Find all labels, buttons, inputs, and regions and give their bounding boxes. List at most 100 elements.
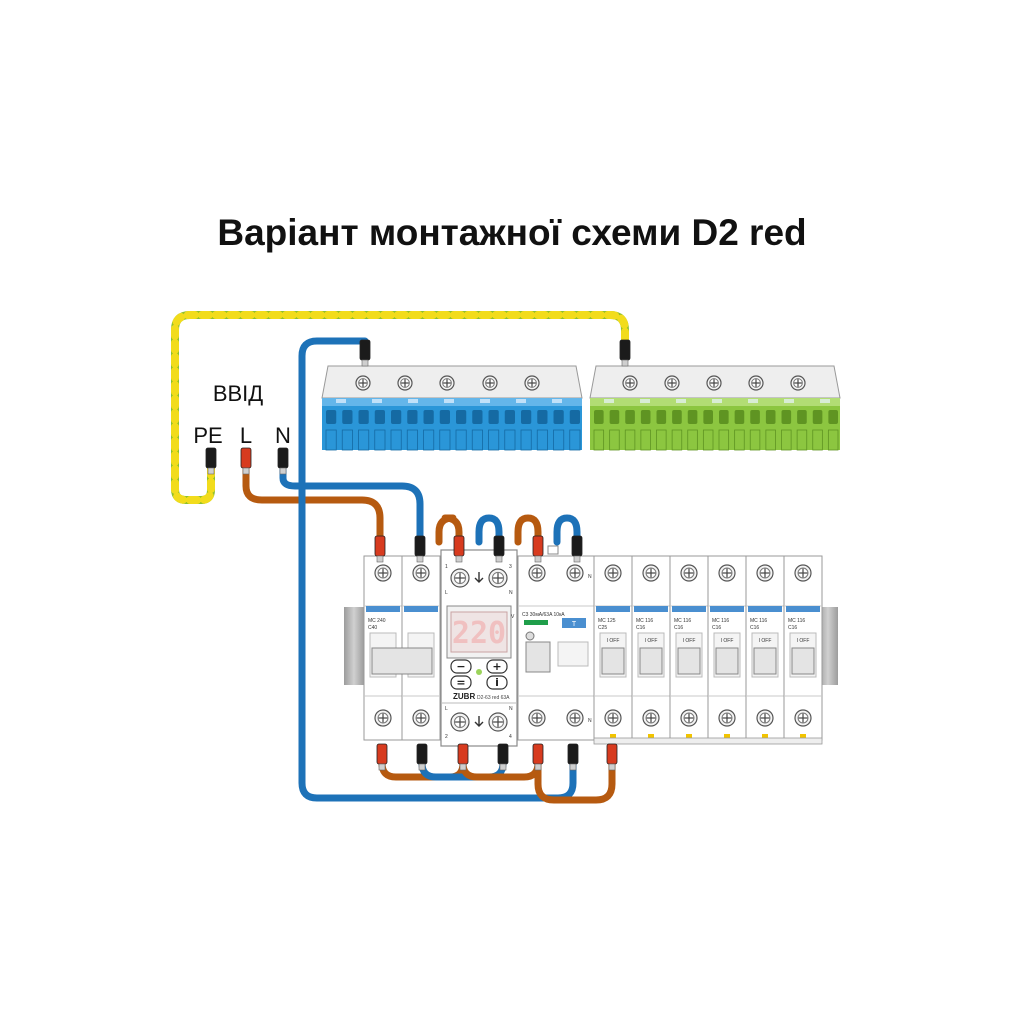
page-title: Варіант монтажної схеми D2 red — [217, 212, 807, 253]
bottom-terminal-screw-icon[interactable] — [412, 709, 430, 727]
bottom-terminal-screw-icon[interactable] — [794, 709, 812, 727]
breaker-lever[interactable] — [753, 647, 777, 675]
label-band — [786, 606, 820, 612]
rcd-top-clip — [547, 545, 559, 555]
pe-bus-terminal-slot[interactable] — [703, 410, 713, 424]
pe-bus-terminal-slot[interactable] — [672, 410, 682, 424]
rcd-lever[interactable] — [525, 641, 551, 673]
pe-bus-screw-icon[interactable] — [790, 375, 806, 391]
bottom-terminal-screw-icon[interactable] — [642, 709, 660, 727]
pe-bus-terminal-slot[interactable] — [750, 410, 760, 424]
pe-bus-screw-icon[interactable] — [748, 375, 764, 391]
n-bus-screw-icon[interactable] — [397, 375, 413, 391]
n-bus-terminal-tooth — [423, 429, 435, 451]
breaker-rating: C16 — [636, 625, 645, 631]
n-bus-screw-icon[interactable] — [482, 375, 498, 391]
relay-terminal-2-screw-icon[interactable] — [450, 712, 470, 732]
n-bus-terminal-tooth — [406, 429, 418, 451]
relay-terminal-4-screw-icon[interactable] — [488, 712, 508, 732]
breaker-lever[interactable] — [639, 647, 663, 675]
main-breaker-name: MC 240 — [368, 618, 386, 624]
breaker-lever[interactable] — [791, 647, 815, 675]
rcd-test-button[interactable] — [525, 631, 535, 641]
rcd-top-n-screw-icon[interactable] — [566, 564, 584, 582]
top-terminal-screw-icon[interactable] — [604, 564, 622, 582]
n-bus-terminal-slot[interactable] — [391, 410, 402, 424]
pe-bus-screw-icon[interactable] — [622, 375, 638, 391]
top-terminal-screw-icon[interactable] — [756, 564, 774, 582]
top-terminal-screw-icon[interactable] — [718, 564, 736, 582]
n-bus-terminal-slot[interactable] — [374, 410, 385, 424]
pe-bus-terminal-slot[interactable] — [594, 410, 604, 424]
bottom-terminal-screw-icon[interactable] — [756, 709, 774, 727]
pe-bus-terminal-slot[interactable] — [781, 410, 792, 424]
n-bus-terminal-slot[interactable] — [488, 410, 499, 424]
n-bus-terminal-slot[interactable] — [423, 410, 434, 424]
n-bus-terminal-slot[interactable] — [569, 410, 580, 424]
switch-status: I OFF — [721, 638, 734, 644]
n-bus-screw-icon[interactable] — [355, 375, 371, 391]
top-terminal-screw-icon[interactable] — [412, 564, 430, 582]
n-bus-terminal-tooth — [553, 429, 565, 451]
n-bus-terminal-slot[interactable] — [553, 410, 564, 424]
rcd-bottom-n-screw-icon[interactable] — [566, 709, 584, 727]
relay-terminal-1-screw-icon[interactable] — [450, 568, 470, 588]
relay-terminal-3-screw-icon[interactable] — [488, 568, 508, 588]
n-bus-screw-icon[interactable] — [439, 375, 455, 391]
n-bus-mark — [336, 399, 346, 403]
minus-button[interactable]: − — [450, 659, 472, 674]
n-bus-terminal-slot[interactable] — [472, 410, 483, 424]
pe-bus-terminal-slot[interactable] — [765, 410, 776, 424]
bottom-terminal-screw-icon[interactable] — [604, 709, 622, 727]
bottom-ferrule-7 — [606, 743, 618, 771]
n-bus-terminal-slot[interactable] — [504, 410, 515, 424]
bottom-terminal-screw-icon[interactable] — [374, 709, 392, 727]
top-terminal-screw-icon[interactable] — [642, 564, 660, 582]
info-button[interactable]: i — [486, 675, 508, 690]
relay-brand: ZUBR — [453, 692, 475, 701]
din-rail-left — [344, 607, 364, 685]
pe-bus-terminal-slot[interactable] — [687, 410, 698, 424]
label-band — [710, 606, 744, 612]
pe-bus-mark — [604, 399, 614, 403]
pe-bus-terminal-slot[interactable] — [812, 410, 823, 424]
breaker-lever[interactable] — [677, 647, 701, 675]
n-bus-terminal-slot[interactable] — [407, 410, 418, 424]
pe-bus-terminal-slot[interactable] — [640, 410, 651, 424]
bottom-terminal-screw-icon[interactable] — [680, 709, 698, 727]
rcd-top-l-screw-icon[interactable] — [528, 564, 546, 582]
top-terminal-screw-icon[interactable] — [374, 564, 392, 582]
n-bus-terminal-slot[interactable] — [456, 410, 467, 424]
n-bus-terminal-tooth — [520, 429, 532, 451]
n-bus-terminal-slot[interactable] — [326, 410, 337, 424]
bottom-terminal-screw-icon[interactable] — [718, 709, 736, 727]
breaker-lever[interactable] — [715, 647, 739, 675]
breaker-lever[interactable] — [601, 647, 625, 675]
pe-bus-terminal-slot[interactable] — [625, 410, 635, 424]
top-terminal-screw-icon[interactable] — [680, 564, 698, 582]
pe-bus-terminal-slot[interactable] — [719, 410, 729, 424]
rcd-bottom-l-screw-icon[interactable] — [528, 709, 546, 727]
pe-bus-screw-icon[interactable] — [664, 375, 680, 391]
pe-bus-mark — [784, 399, 794, 403]
n-bus-terminal-slot[interactable] — [537, 410, 548, 424]
n-bus-terminal-slot[interactable] — [358, 410, 369, 424]
pe-bus-terminal-slot[interactable] — [734, 410, 745, 424]
pe-bus-terminal-slot[interactable] — [828, 410, 838, 424]
relay-display-value: 220 — [452, 616, 506, 651]
plus-button[interactable]: + — [486, 659, 508, 674]
pe-bus-terminal-slot[interactable] — [797, 410, 807, 424]
pe-bus-terminal-slot[interactable] — [656, 410, 667, 424]
pe-bus-terminal-slot[interactable] — [609, 410, 620, 424]
pe-bus-screw-icon[interactable] — [706, 375, 722, 391]
n-bus-terminal-slot[interactable] — [439, 410, 450, 424]
n-bus-terminal-slot[interactable] — [342, 410, 353, 424]
bottom-ferrule-5 — [532, 743, 544, 771]
rcd-top-n-label: N — [588, 574, 592, 580]
n-bus-screw-icon[interactable] — [524, 375, 540, 391]
main-breaker-lever[interactable] — [371, 647, 433, 675]
top-terminal-screw-icon[interactable] — [794, 564, 812, 582]
arrow-down-icon — [474, 572, 484, 583]
n-bus-terminal-slot[interactable] — [521, 410, 532, 424]
equals-button[interactable]: = — [450, 675, 472, 690]
